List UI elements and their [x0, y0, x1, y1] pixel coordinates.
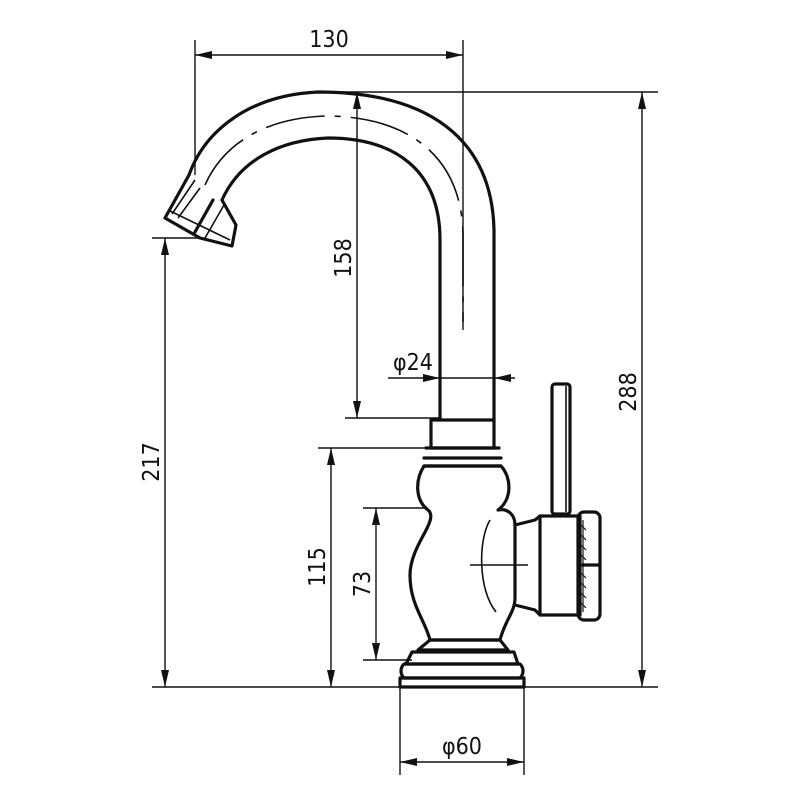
spout-inner	[220, 136, 442, 422]
label-total-height: 288	[616, 372, 642, 412]
label-outlet-height: 217	[139, 442, 165, 482]
aerator	[163, 173, 238, 248]
knurled-cap	[576, 510, 602, 622]
body-bands	[422, 446, 503, 468]
spout-centerline	[204, 115, 464, 322]
label-spout-diameter: φ24	[393, 350, 433, 376]
ornate-body	[408, 464, 517, 642]
faucet-outline	[163, 90, 602, 689]
label-handle-height: 73	[350, 571, 376, 597]
label-spout-reach: 130	[309, 27, 349, 53]
neck-collar	[429, 418, 496, 450]
dimension-lines	[152, 40, 658, 775]
base-ring-lower	[404, 650, 520, 666]
label-body-height: 115	[305, 547, 331, 587]
lever-stem	[550, 382, 572, 516]
base-plinth	[399, 662, 525, 680]
label-spout-height: 158	[331, 238, 357, 278]
label-base-diameter: φ60	[442, 734, 482, 760]
body-detail	[480, 519, 497, 613]
base-ring-upper	[416, 638, 510, 652]
base-foot	[398, 676, 526, 689]
dimension-labels: 130 288 158 φ24 217 115 73 φ60	[139, 27, 642, 760]
